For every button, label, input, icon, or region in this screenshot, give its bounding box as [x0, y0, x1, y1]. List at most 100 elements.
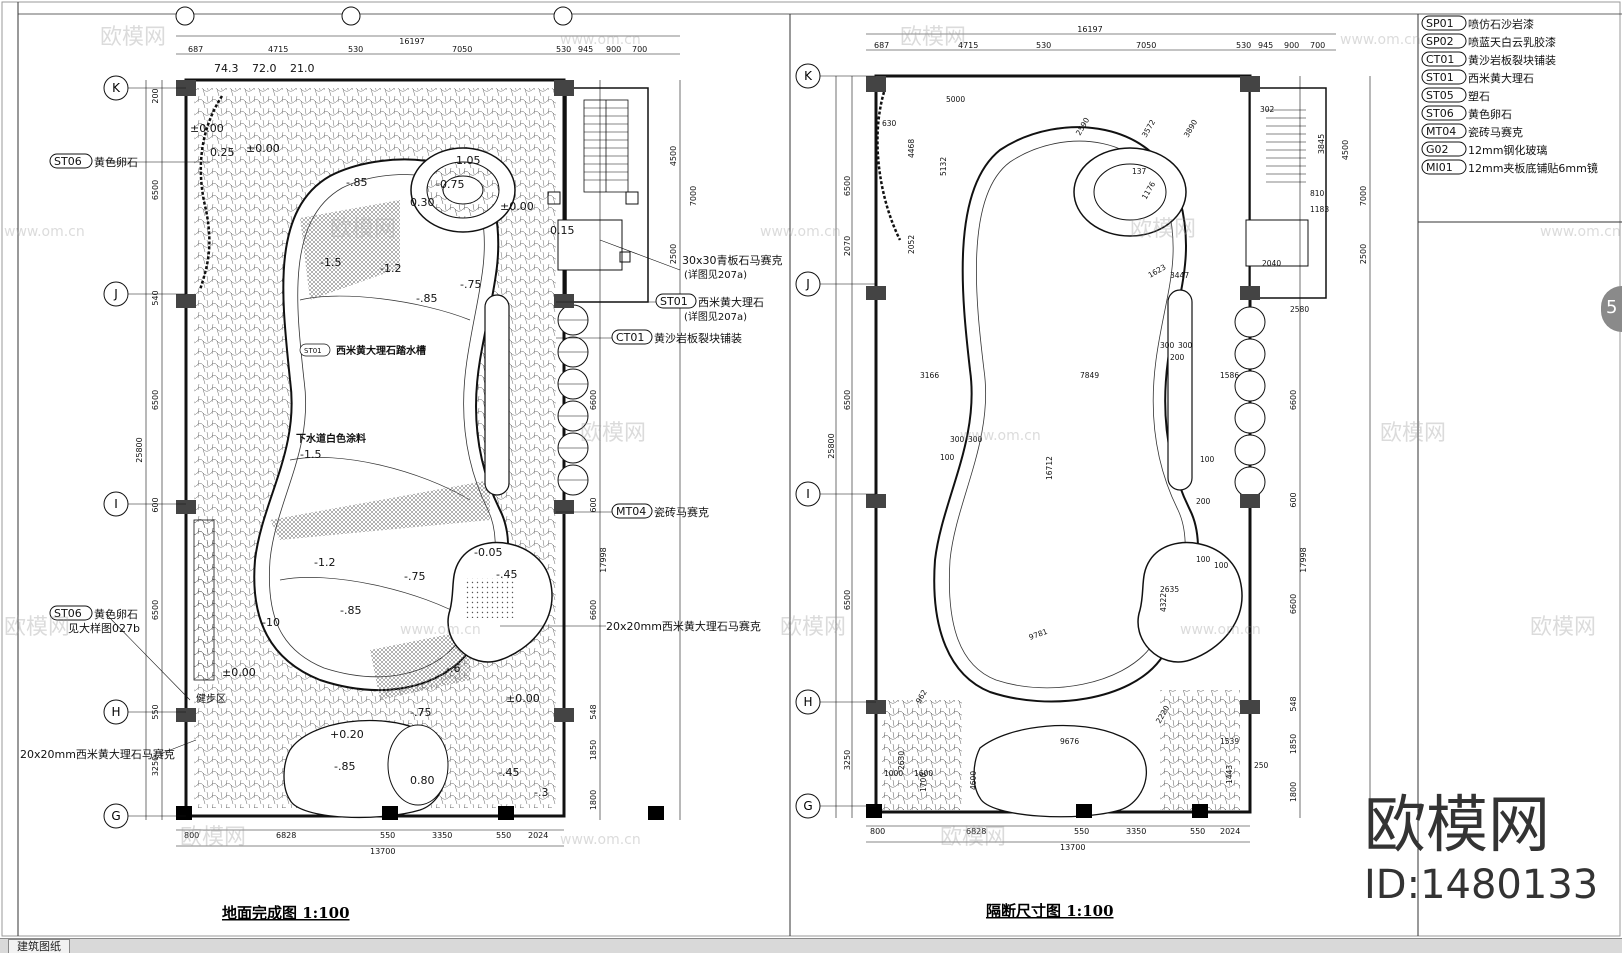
- right-top-dim: 4715: [958, 41, 978, 50]
- legend-text: 黄沙岩板裂块铺装: [1468, 53, 1556, 67]
- axis-i-label: I: [806, 487, 810, 501]
- watermark: 欧模网: [1130, 217, 1196, 242]
- inner-dim: 1539: [1220, 737, 1239, 746]
- inner-dim: 4468: [907, 139, 916, 158]
- inner-dim: 250: [1254, 761, 1269, 770]
- left-dim: 540: [151, 290, 160, 305]
- axis-k-label: K: [804, 69, 813, 83]
- right-top-total: 16197: [1077, 25, 1102, 34]
- right-dim: 548: [589, 704, 598, 719]
- pond-label: 西米黄大理石踏水槽: [336, 344, 426, 357]
- axis-i-label: I: [114, 497, 118, 511]
- right-total: 17998: [599, 547, 608, 572]
- right-right-dim: 4500: [1341, 140, 1350, 160]
- level-tag: -1.2: [380, 262, 401, 275]
- watermark: 欧模网: [580, 421, 646, 446]
- legend-text: 瓷砖马赛克: [1468, 125, 1523, 139]
- brand-logo: 欧模网: [1364, 788, 1550, 861]
- right-right-total: 17998: [1299, 547, 1308, 572]
- inner-dim: 200: [1170, 353, 1185, 362]
- level-tag: 1.05: [456, 154, 481, 167]
- right-dimensions: 16197 687 4715 530 7050 530 945 900 700 …: [827, 25, 1371, 852]
- inner-dim: 4322: [1159, 593, 1168, 612]
- inner-dim: 2635: [1160, 585, 1179, 594]
- axis-h-label: H: [803, 695, 812, 709]
- right-dim: 7000: [689, 186, 698, 206]
- inner-dim: 300: [1178, 341, 1193, 350]
- bottom-dim: 2024: [528, 831, 548, 840]
- right-right-dim: 1850: [1289, 734, 1298, 754]
- axis-h-label: H: [111, 705, 120, 719]
- left-bottom-dimensions: 800 6828 550 3350 550 2024 13700: [176, 829, 564, 856]
- legend-text: 西米黄大理石: [1468, 71, 1534, 85]
- bottom-dim: 3350: [432, 831, 452, 840]
- right-right-dim: 7000: [1359, 186, 1368, 206]
- right-top-dim: 530: [1236, 41, 1251, 50]
- callout-text: 20x20mm西米黄大理石马赛克: [606, 619, 761, 633]
- legend-code: CT01: [1426, 53, 1454, 66]
- legend-code: MI01: [1426, 161, 1453, 174]
- level-tag: -.45: [498, 766, 519, 779]
- right-partition-plan[interactable]: K J I H G 16197 687 4715 530 7050 530 94…: [795, 25, 1371, 920]
- right-right-dim: 1800: [1289, 782, 1298, 802]
- left-total-height: 25800: [135, 437, 144, 462]
- watermark: 欧模网: [100, 25, 166, 50]
- legend-item: MT04 瓷砖马赛克: [1421, 123, 1523, 139]
- inner-dim: 1443: [1225, 765, 1234, 784]
- watermark: 欧模网: [1380, 421, 1446, 446]
- right-bottom-dim: 3350: [1126, 827, 1146, 836]
- right-top-dim: 7050: [1136, 41, 1156, 50]
- right-left-dim: 6500: [843, 176, 852, 196]
- level-tag: ±0.00: [506, 692, 540, 705]
- left-floor-plan[interactable]: K J I H G 16197 687 4715 530 7050 530 94…: [20, 6, 783, 922]
- right-right-dim: 3845: [1317, 134, 1326, 154]
- watermark: 欧模网: [1530, 615, 1596, 640]
- pond-center-label: 下水道白色涂料: [296, 432, 366, 445]
- inner-dim: 5132: [939, 157, 948, 176]
- sheet-tab[interactable]: 建筑图纸: [8, 939, 70, 953]
- inner-dim: 100: [940, 453, 955, 462]
- inner-dim: 1000: [884, 769, 903, 778]
- legend-text: 12mm夹板底铺贴6mm镜: [1468, 161, 1598, 175]
- right-right-dim: 548: [1289, 696, 1298, 711]
- left-column-circles: [557, 304, 589, 496]
- level-tag: -.85: [346, 176, 367, 189]
- callout-text: 30x30青板石马赛克: [682, 253, 783, 267]
- callout-code: ST01: [660, 295, 688, 308]
- left-dim: 3250: [151, 756, 160, 776]
- right-bottom-dim: 6828: [966, 827, 986, 836]
- right-bottom-dim: 550: [1074, 827, 1089, 836]
- left-levels: ±0.00 0.25 ±0.00 -.85 1.05 -0.75 0.30 ±0…: [190, 122, 575, 799]
- inner-dim: 300: [950, 435, 965, 444]
- right-right-dim: 6600: [1289, 594, 1298, 614]
- level-tag: -.85: [334, 760, 355, 773]
- level-tag: ±0.00: [222, 666, 256, 679]
- right-columns: [866, 76, 1260, 818]
- top-level: 74.3: [214, 62, 239, 75]
- walk-area-label: 健步区: [196, 693, 226, 705]
- callout-text: 瓷砖马赛克: [654, 505, 709, 519]
- inner-dim: 3166: [920, 371, 939, 380]
- right-top-dim: 900: [1284, 41, 1299, 50]
- right-dim: 6600: [589, 600, 598, 620]
- right-column-circles: [1234, 306, 1266, 498]
- legend-text: 喷蓝天白云乳胶漆: [1468, 35, 1556, 49]
- left-dim: 600: [151, 497, 160, 512]
- axis-j-label: J: [805, 277, 810, 291]
- inner-dim: 300: [968, 435, 983, 444]
- callout-text: 黄色卵石: [94, 607, 138, 621]
- legend-item: CT01 黄沙岩板裂块铺装: [1421, 51, 1556, 67]
- right-left-total: 25800: [827, 433, 836, 458]
- level-tag: 0.25: [210, 146, 235, 159]
- right-dim: 6600: [589, 390, 598, 410]
- top-level: 72.0: [252, 62, 277, 75]
- left-grid-axes: K J I H G: [103, 75, 186, 829]
- left-top-dim: 900: [606, 45, 621, 54]
- axis-g-label: G: [111, 809, 120, 823]
- inner-dim: 7849: [1080, 371, 1099, 380]
- inner-dim: 302: [1260, 105, 1275, 114]
- material-legend: SP01 喷仿石沙岩漆 SP02 喷蓝天白云乳胶漆 CT01 黄沙岩板裂块铺装 …: [1421, 15, 1598, 175]
- right-top-dim: 945: [1258, 41, 1273, 50]
- left-top-dim: 700: [632, 45, 647, 54]
